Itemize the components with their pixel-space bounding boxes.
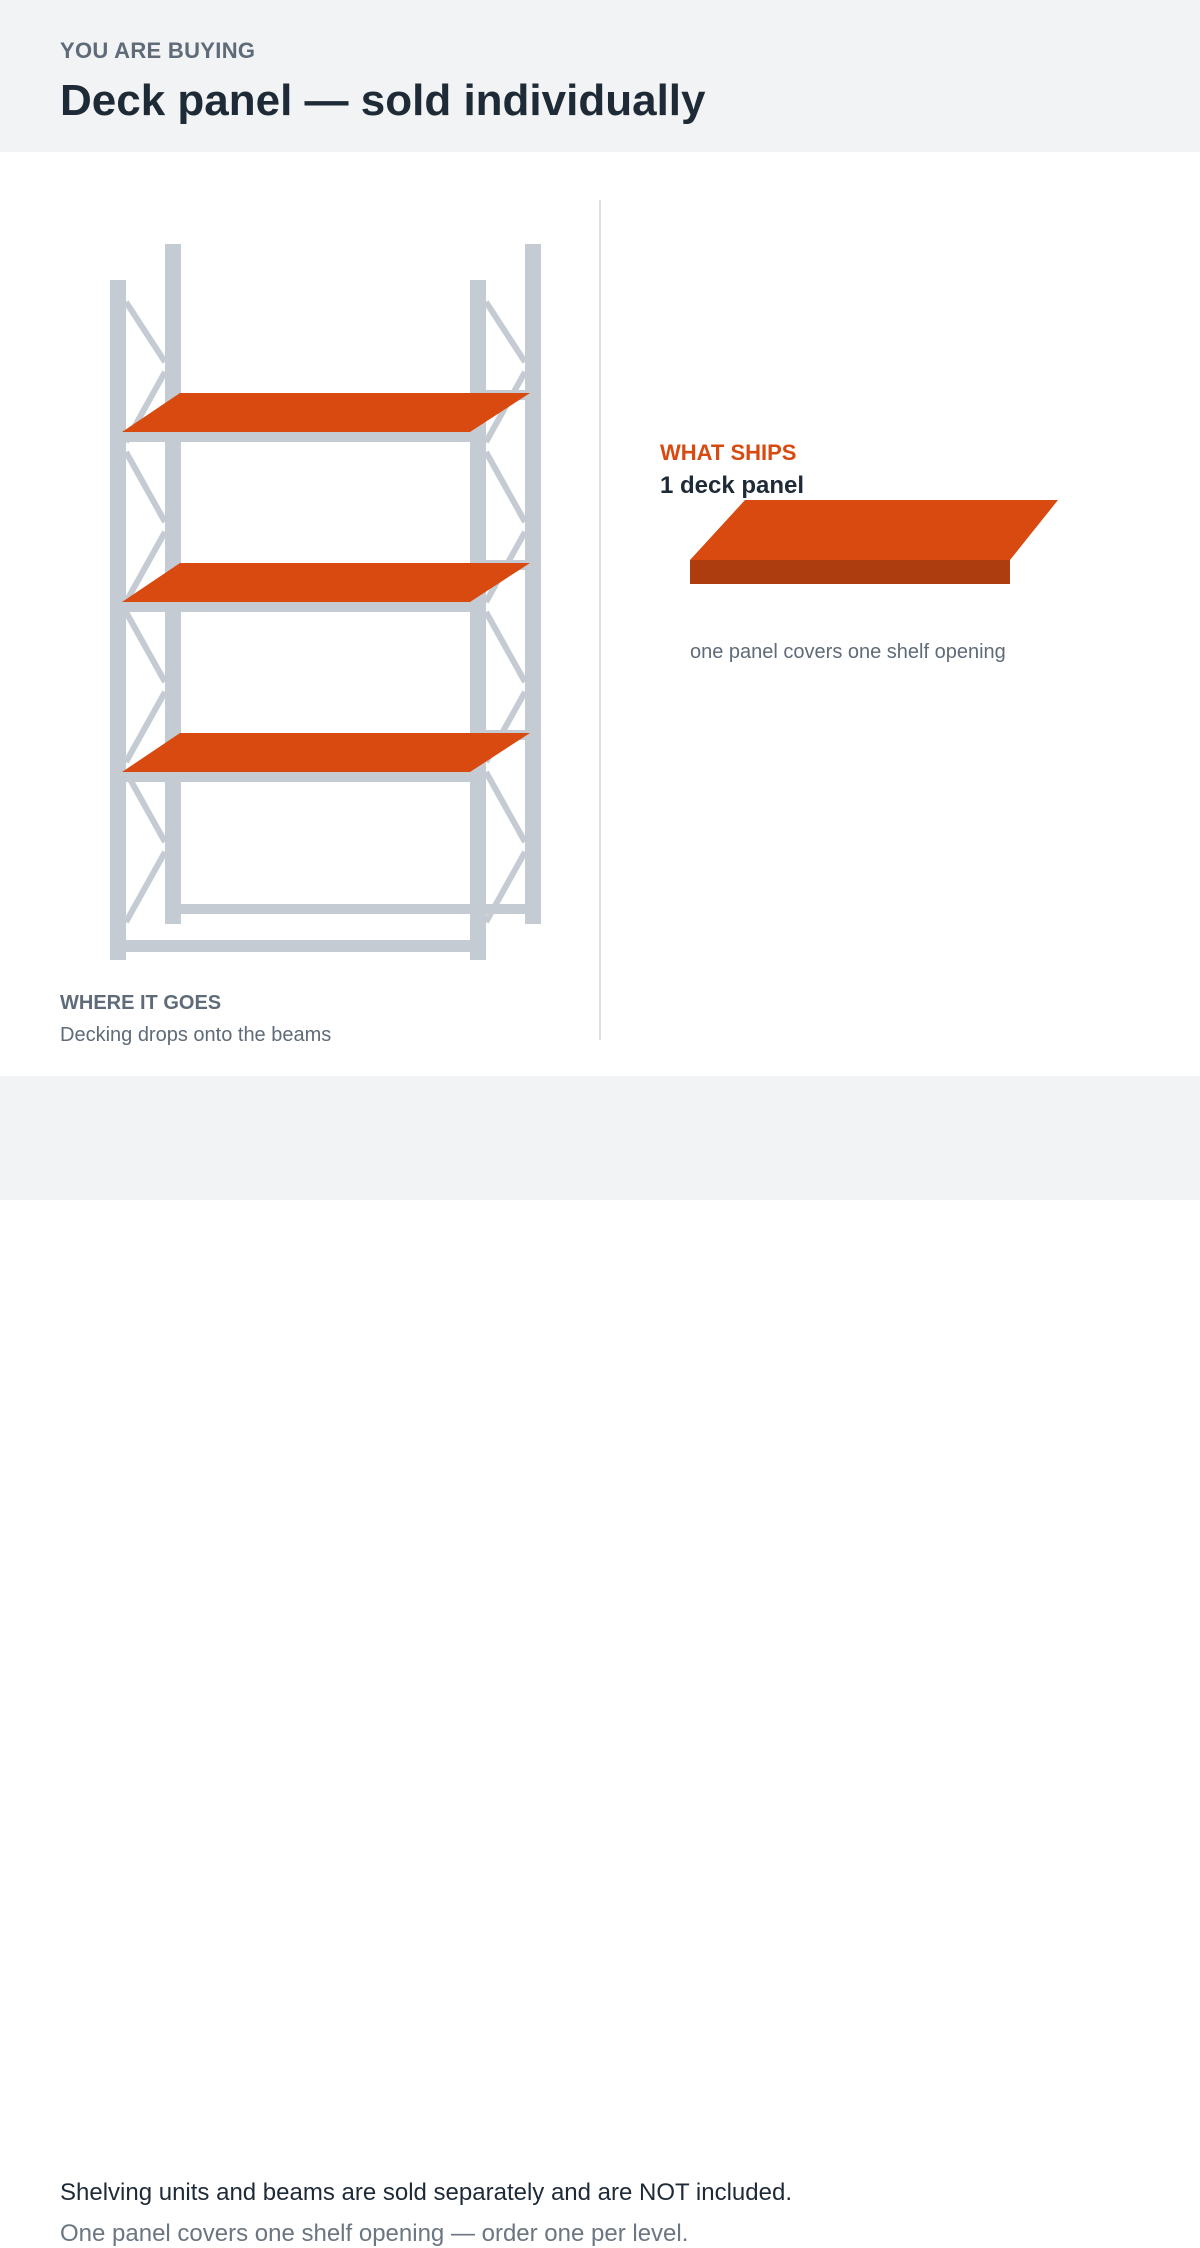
section-divider	[599, 200, 601, 1040]
where-it-goes-description: Decking drops onto the beams	[60, 1024, 332, 1046]
where-it-goes-label: WHERE IT GOES	[60, 992, 222, 1014]
beam-front	[126, 432, 470, 442]
page-title: Deck panel — sold individually	[60, 76, 706, 125]
header-banner: YOU ARE BUYING Deck panel — sold individ…	[0, 0, 1200, 152]
shelf-level-1	[122, 390, 541, 442]
bottom-rail-back	[181, 904, 525, 914]
what-ships-caption: one panel covers one shelf opening	[690, 641, 1006, 663]
front-upright-left	[110, 280, 126, 960]
bottom-rail-front	[126, 940, 470, 952]
deck-panel-illustration	[690, 500, 1058, 584]
shelf-level-3	[122, 730, 541, 782]
back-upright-right	[525, 244, 541, 924]
shelf-level-2	[122, 560, 541, 612]
beam-front	[126, 602, 470, 612]
what-ships-label: WHAT SHIPS	[660, 440, 797, 465]
deck-panel-edge	[690, 560, 1010, 584]
footer-sub-text: One panel covers one shelf opening — ord…	[60, 2220, 689, 2247]
rack-illustration	[110, 244, 541, 960]
deck-panel-top	[690, 500, 1058, 560]
what-ships-count: 1 deck panel	[660, 472, 805, 499]
eyebrow-label: YOU ARE BUYING	[60, 38, 256, 63]
front-upright-right	[470, 280, 486, 960]
footer-main-text: Shelving units and beams are sold separa…	[60, 2179, 792, 2206]
beam-front	[126, 772, 470, 782]
footer-notice: Shelving units and beams are sold separa…	[0, 1076, 1200, 2247]
deck-panel	[122, 733, 530, 772]
deck-panel	[122, 393, 530, 432]
deck-panel	[122, 563, 530, 602]
